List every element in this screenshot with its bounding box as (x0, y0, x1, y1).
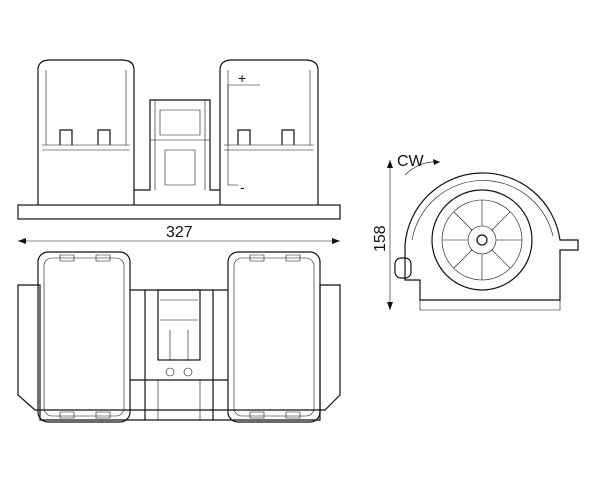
side-view (394, 172, 579, 311)
width-dimension: 327 (18, 224, 340, 244)
rotation-direction-label: CW (397, 153, 425, 170)
width-dimension-label: 327 (166, 224, 193, 241)
plus-terminal-label: + (238, 70, 246, 86)
rotation-indicator: CW (397, 153, 441, 176)
height-dimension: 158 (372, 160, 393, 310)
top-view-left-housing (37, 59, 135, 205)
bottom-view (17, 251, 341, 423)
bottom-view-motor (157, 289, 201, 361)
bottom-view-base (17, 284, 341, 421)
top-view-right-housing (219, 59, 319, 205)
bottom-view-right-housing (227, 251, 321, 423)
side-view-mount-tab (394, 257, 412, 279)
side-view-scroll-housing (404, 172, 579, 301)
minus-terminal-label: - (240, 179, 245, 195)
side-view-fan-wheel (431, 189, 533, 291)
top-view-motor (134, 99, 220, 191)
top-view: + - (17, 59, 341, 220)
height-dimension-label: 158 (372, 225, 389, 252)
fan-blades (442, 200, 522, 280)
bottom-view-left-housing (37, 251, 131, 423)
top-view-base-plate (17, 204, 341, 220)
